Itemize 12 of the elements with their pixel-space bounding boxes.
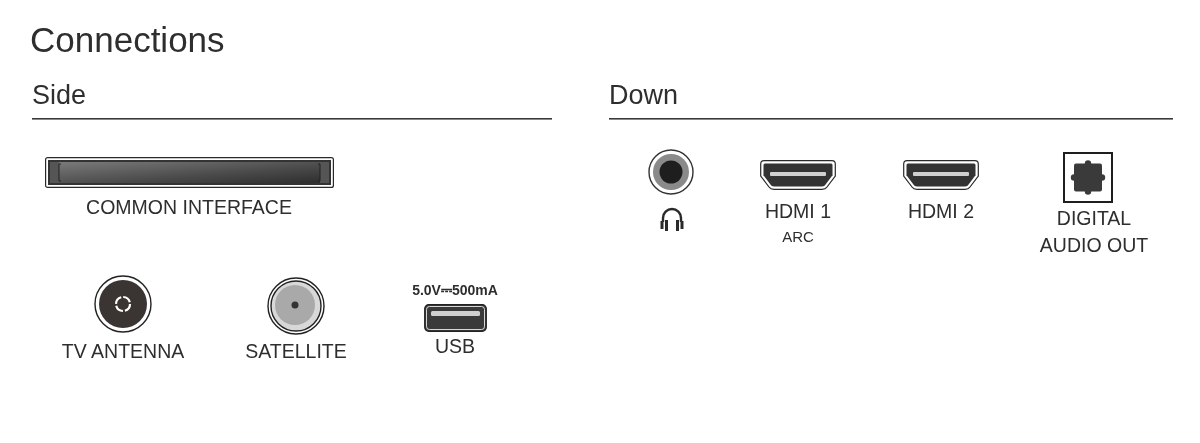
port-label: HDMI 1 bbox=[764, 200, 832, 223]
port-label: SATELLITE bbox=[245, 340, 347, 363]
port-label: DIGITAL AUDIO OUT bbox=[1039, 206, 1149, 259]
page-title: Connections bbox=[30, 20, 225, 61]
power-rating: 5.0V⎓500mA bbox=[412, 282, 498, 299]
section-heading: Side bbox=[32, 80, 87, 112]
port-label: HDMI 2 bbox=[907, 200, 975, 223]
port-label: COMMON INTERFACE bbox=[86, 196, 292, 219]
port-sublabel: ARC bbox=[782, 228, 814, 246]
port-label: TV ANTENNA bbox=[61, 340, 185, 363]
port-label: USB bbox=[434, 335, 476, 358]
section-heading: Down bbox=[609, 80, 679, 112]
